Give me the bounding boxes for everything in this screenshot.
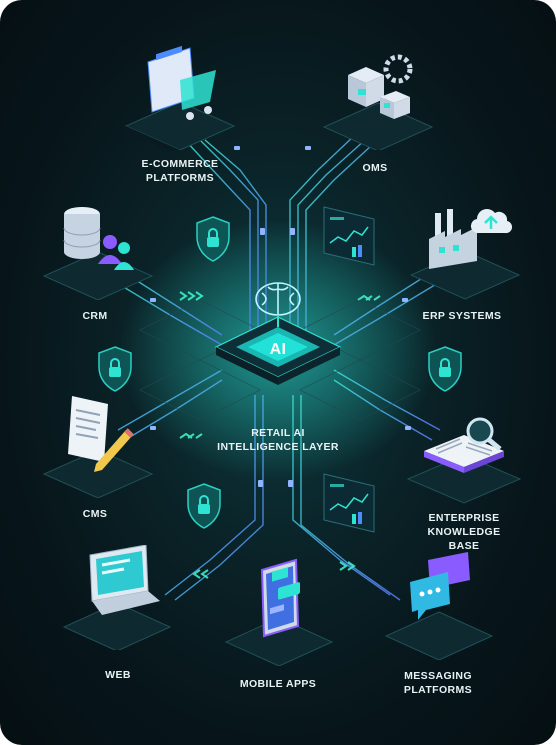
ecommerce-node [124,45,236,150]
shield-lock-icon [98,346,132,392]
ai-chip [214,282,342,385]
database-users-icon [63,207,134,270]
analytics-panel-icon [323,206,375,266]
node-label-web: WEB [105,669,131,681]
node-label-mobile: MOBILE APPS [239,678,317,690]
document-pencil-icon [68,396,134,472]
node-label-erp: ERP SYSTEMS [422,310,502,322]
node-label-kb: ENTERPRISE KNOWLEDGE BASE [427,512,501,552]
book-magnifier-icon [424,417,504,473]
knowledge-base-node [406,417,522,504]
brain-icon [255,282,301,316]
web-node [62,545,172,650]
node-label-oms: OMS [362,162,388,174]
shield-lock-icon [196,216,230,262]
cms-node [42,396,154,498]
boxes-gear-icon [348,54,413,119]
mobile-node [224,558,334,666]
shopping-cart-icon [147,45,216,120]
node-label-ecommerce: E-COMMERCE PLATFORMS [141,158,219,184]
crm-node [42,207,154,300]
shield-lock-icon [187,483,221,529]
node-label-crm: CRM [82,310,108,322]
laptop-icon [89,545,160,615]
center-label: RETAIL AI INTELLIGENCE LAYER [217,427,339,453]
smartphone-icon [260,558,300,638]
shield-lock-icon [428,346,462,392]
ai-badge: AI [269,341,287,358]
factory-cloud-icon [429,209,513,269]
node-label-messaging: MESSAGING PLATFORMS [403,670,473,696]
messaging-node [384,552,494,660]
erp-node [409,209,521,300]
analytics-panel-icon [323,473,375,533]
oms-node [322,54,434,150]
node-label-cms: CMS [82,508,108,520]
chat-bubbles-icon [410,552,470,620]
